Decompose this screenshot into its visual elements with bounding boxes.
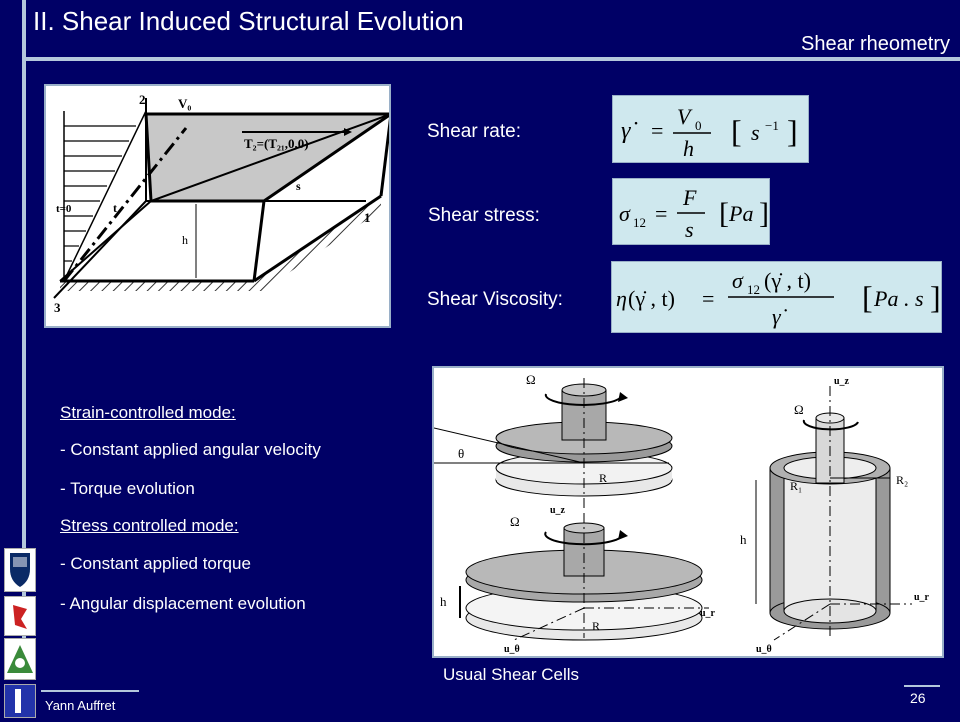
s-label: s (296, 179, 301, 193)
h-label: h (182, 233, 188, 247)
utheta-label-1: u_θ (504, 644, 520, 655)
stress-mode-heading: Stress controlled mode: (60, 516, 239, 535)
svg-text:[: [ (731, 113, 742, 149)
author-name: Yann Auffret (45, 698, 116, 713)
axis-3-label: 3 (54, 300, 61, 315)
svg-text:[: [ (719, 197, 729, 230)
svg-text:(γ̇ , t): (γ̇ , t) (628, 286, 675, 311)
svg-text:]: ] (787, 113, 798, 149)
shear-viscosity-label: Shear Viscosity: (427, 289, 563, 310)
parallel-plate-cell (459, 513, 709, 641)
svg-text:Pa . s: Pa . s (873, 286, 924, 311)
utheta-label-2: u_θ (756, 644, 772, 655)
svg-text:=: = (655, 201, 667, 226)
axis-1-label: 1 (364, 210, 371, 225)
svg-text:γ̇: γ̇ (621, 118, 637, 144)
shear-cells-diagram: Ω θ R Ω u_z h R u_r u_θ u_z Ω R₁ R₂ h u_… (433, 372, 930, 655)
svg-text:V: V (677, 104, 693, 129)
cone-plate-cell (433, 378, 673, 508)
shear-stress-label: Shear stress: (428, 205, 540, 226)
uz-label-2: u_z (834, 376, 850, 387)
svg-text:γ̇: γ̇ (772, 304, 788, 329)
svg-text:12: 12 (633, 215, 646, 230)
svg-text:=: = (702, 286, 714, 311)
svg-text:]: ] (759, 197, 769, 230)
shear-cells-caption: Usual Shear Cells (443, 665, 580, 684)
svg-text:s: s (751, 120, 760, 145)
svg-text:[: [ (862, 279, 873, 315)
svg-text:h: h (683, 136, 694, 161)
r1-label: R₁ (790, 479, 802, 493)
shear-deformation-figure: 2 V₀ T₂=(T₂₁,0,0) s 1 t=0 t h 3 (44, 84, 396, 328)
stress-mode-item-2: - Angular displacement evolution (60, 594, 306, 613)
omega-label-3: Ω (794, 402, 804, 417)
velocity-arrows (64, 125, 136, 262)
slide-subtitle: Shear rheometry (801, 33, 950, 55)
couette-cell (755, 386, 912, 641)
svg-text:s: s (685, 217, 694, 242)
r2-label: R₂ (896, 473, 908, 487)
left-vertical-rule (22, 0, 26, 678)
h-label-couette: h (740, 532, 747, 547)
shear-rate-label: Shear rate: (427, 121, 521, 142)
page-number-rule (904, 685, 940, 687)
triangle-logo (4, 638, 36, 680)
traction-label: T₂=(T₂₁,0,0) (244, 136, 309, 151)
strain-mode-item-2: - Torque evolution (60, 479, 195, 498)
t-label: t (113, 201, 117, 215)
footer-rule (41, 690, 139, 692)
svg-text:0: 0 (695, 118, 702, 133)
svg-text:12: 12 (747, 282, 760, 297)
svg-text:σ: σ (619, 201, 631, 226)
r-label-1: R (599, 471, 607, 485)
svg-text:η: η (616, 286, 627, 311)
institute-logo (4, 596, 36, 636)
ur-label-1: u_r (700, 608, 716, 619)
uz-label-1: u_z (550, 505, 566, 516)
stress-mode-item-1: - Constant applied torque (60, 554, 251, 573)
bottom-logo (4, 684, 36, 718)
floor-hatching (60, 196, 381, 291)
slide-title: II. Shear Induced Structural Evolution (33, 6, 464, 36)
university-crest-logo (4, 548, 36, 592)
r-label-2: R (592, 619, 600, 633)
axis-3 (53, 200, 147, 299)
strain-mode-heading: Strain-controlled mode: (60, 403, 236, 422)
shear-cells-figure: Ω θ R Ω u_z h R u_r u_θ u_z Ω R₁ R₂ h u_… (432, 366, 944, 658)
page-number: 26 (910, 690, 926, 706)
svg-text:−1: −1 (765, 118, 779, 133)
strain-mode-item-1: - Constant applied angular velocity (60, 440, 321, 459)
axis-2-label: 2 (139, 92, 146, 107)
t0-label: t=0 (56, 203, 72, 215)
svg-text:σ: σ (732, 268, 744, 293)
v0-label: V₀ (178, 96, 191, 111)
svg-text:(γ̇ , t): (γ̇ , t) (764, 268, 811, 293)
ur-label-2: u_r (914, 592, 930, 603)
svg-text:F: F (682, 185, 697, 210)
svg-text:Pa: Pa (728, 201, 753, 226)
theta-label: θ (458, 446, 464, 461)
shear-deformation-diagram: 2 V₀ T₂=(T₂₁,0,0) s 1 t=0 t h 3 (53, 92, 396, 315)
omega-label-1: Ω (526, 372, 536, 387)
svg-text:]: ] (930, 279, 941, 315)
svg-text:=: = (651, 118, 663, 143)
header-rule (22, 57, 960, 61)
omega-label-2: Ω (510, 514, 520, 529)
h-label-plate: h (440, 594, 447, 609)
